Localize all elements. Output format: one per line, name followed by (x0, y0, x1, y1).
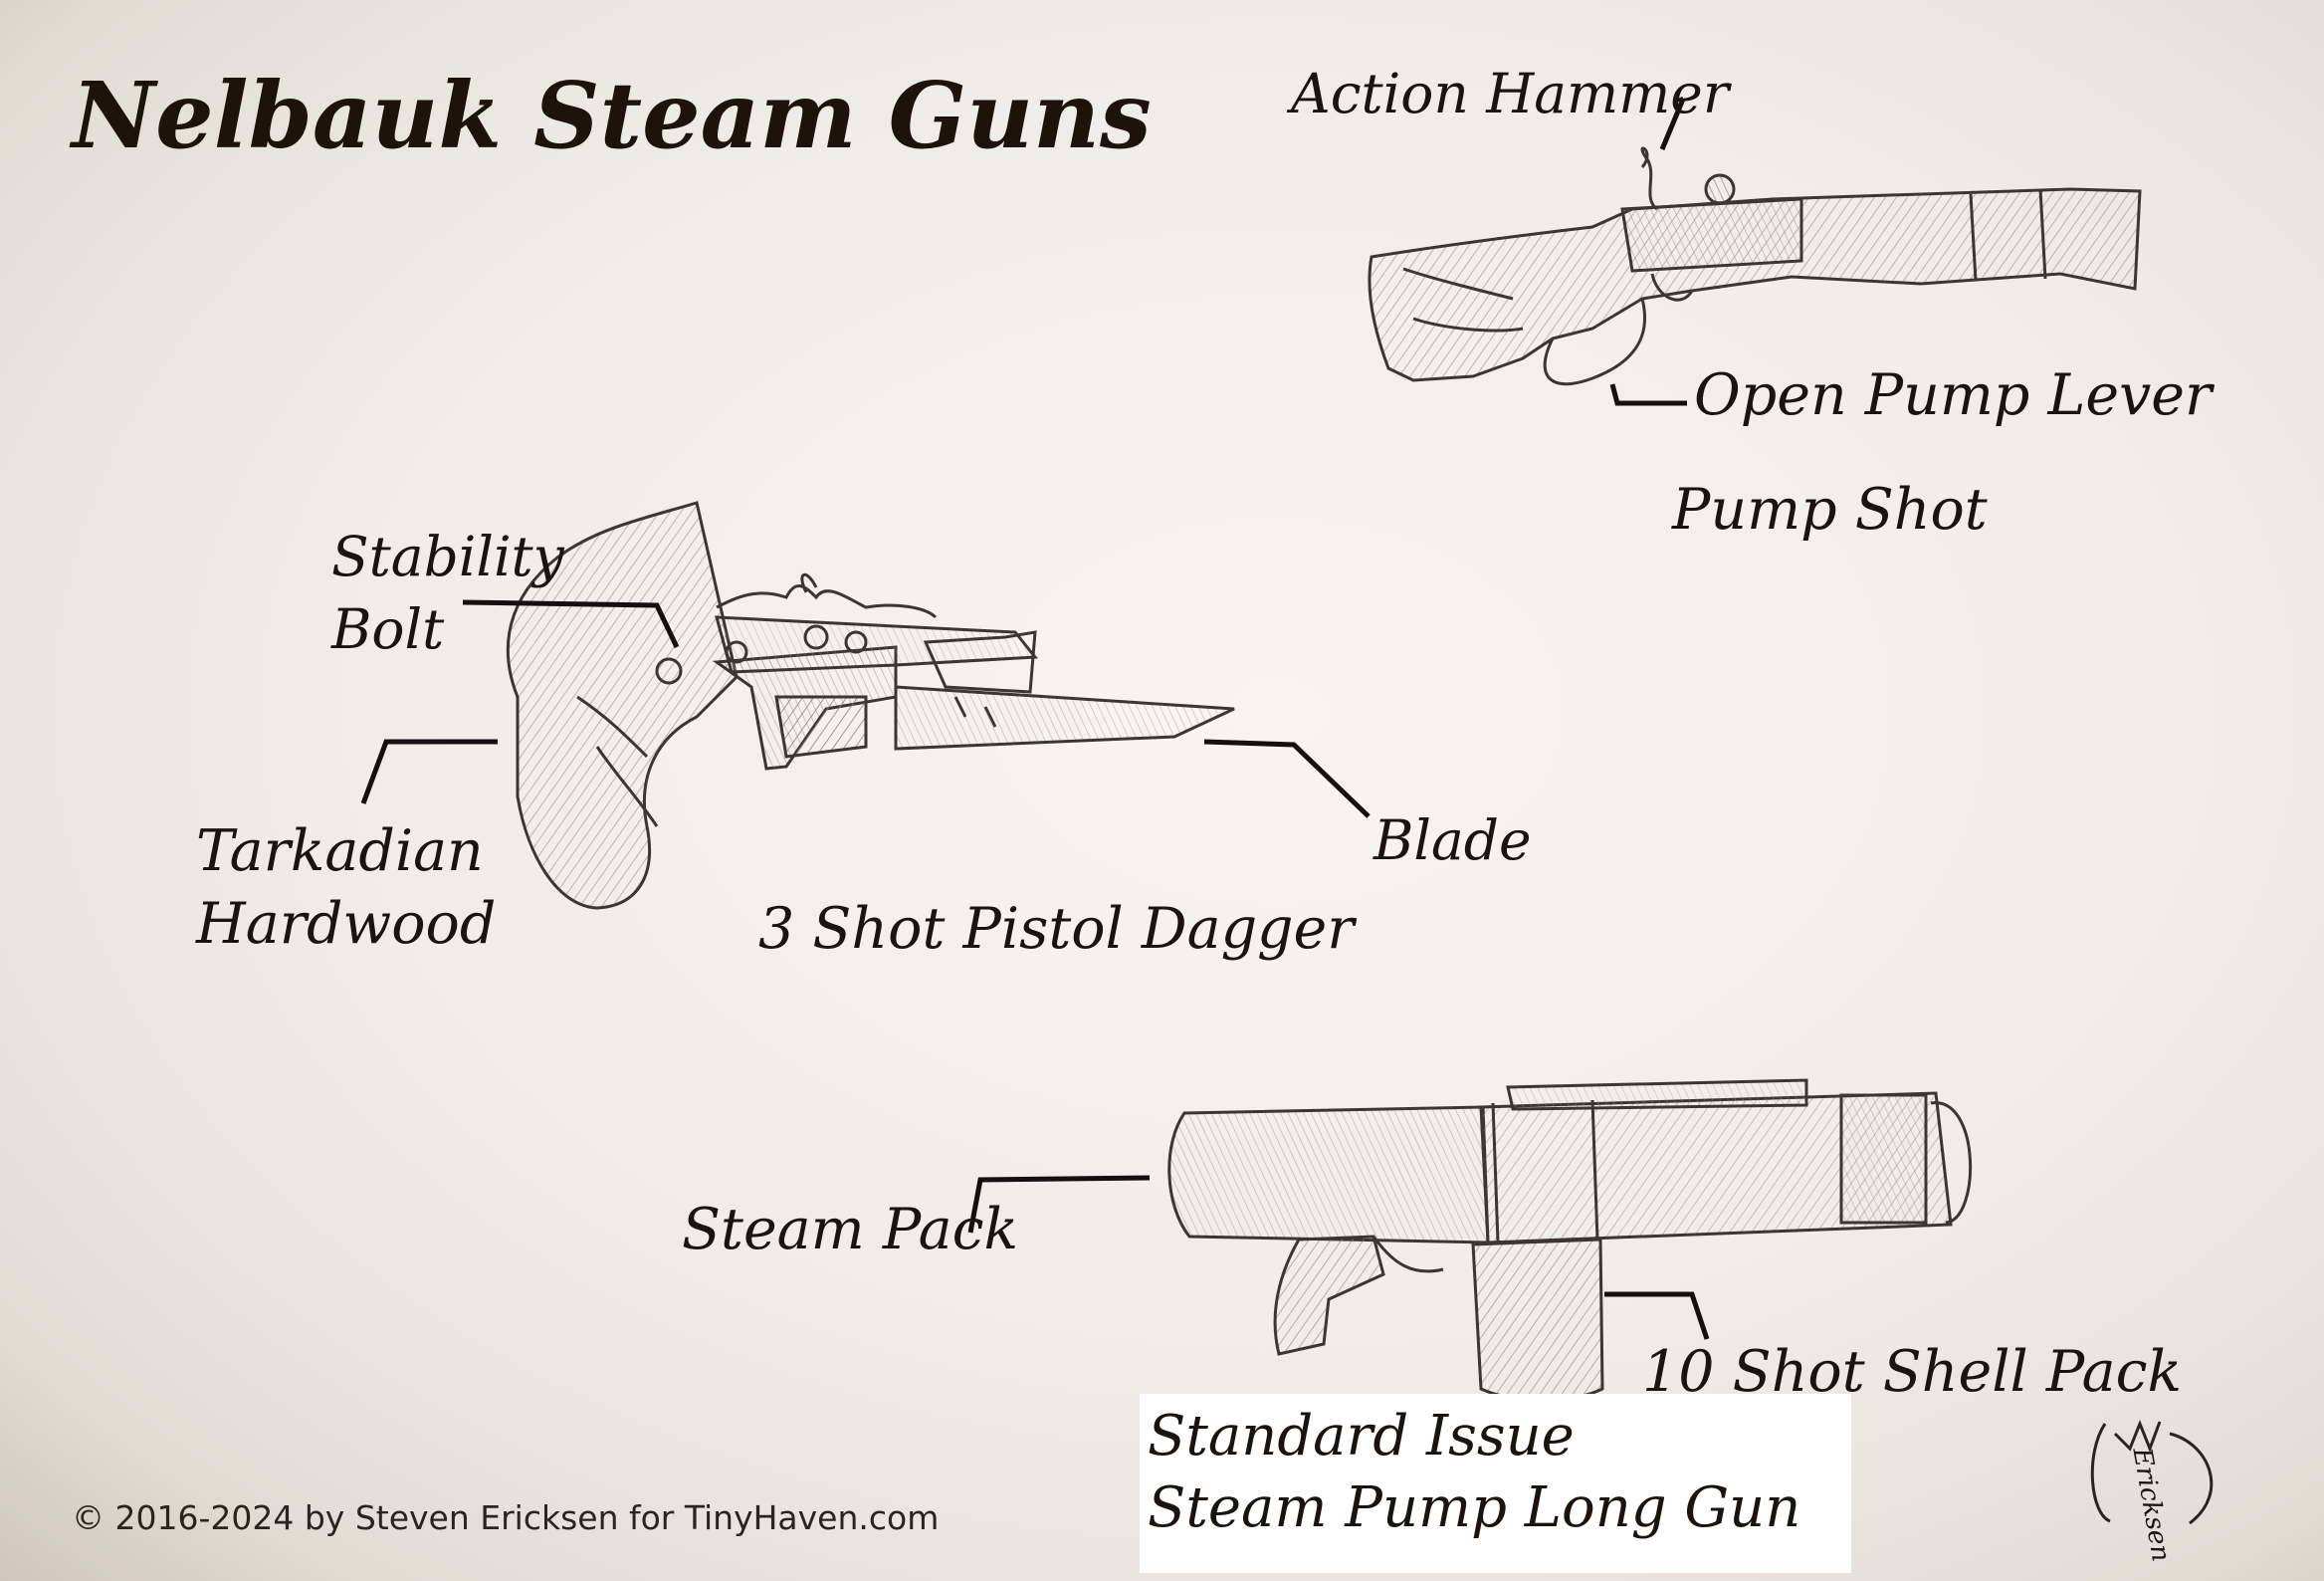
long-gun-name-line2: Steam Pump Long Gun (1148, 1475, 1801, 1540)
leader-steam-pack (967, 1175, 1151, 1234)
label-action-hammer: Action Hammer (1291, 62, 1730, 125)
label-blade: Blade (1373, 808, 1532, 872)
pump-shot-name: Pump Shot (1672, 477, 1988, 543)
label-open-pump-lever: Open Pump Lever (1694, 362, 2213, 428)
leader-tarkadian-hardwood (360, 739, 498, 804)
page-title: Nelbauk Steam Guns (72, 62, 1152, 169)
label-stability: Stability (331, 525, 564, 588)
copyright-notice: © 2016-2024 by Steven Ericksen for TinyH… (72, 1498, 940, 1537)
label-tarkadian: Tarkadian (196, 818, 484, 884)
label-shell-pack: 10 Shot Shell Pack (1642, 1339, 2183, 1405)
leader-shell-pack (1604, 1291, 1710, 1340)
long-gun-name-line1: Standard Issue (1148, 1404, 1575, 1468)
leader-open-pump-lever (1609, 383, 1687, 406)
pistol-dagger-name: 3 Shot Pistol Dagger (758, 896, 1355, 962)
pump-shot-drawing (1368, 146, 2142, 386)
label-bolt: Bolt (331, 597, 445, 661)
leader-stability-bolt (462, 599, 680, 649)
long-gun-drawing (1167, 1078, 1973, 1402)
leader-lines (360, 96, 1710, 1340)
leader-blade (1203, 739, 1371, 818)
white-paper-patch (1140, 1394, 1851, 1573)
leader-action-hammer (1659, 96, 1685, 150)
label-hardwood: Hardwood (196, 891, 497, 957)
signature-mark (2090, 1419, 2214, 1525)
label-steam-pack: Steam Pack (682, 1197, 1019, 1262)
pistol-dagger-drawing (506, 501, 1235, 910)
